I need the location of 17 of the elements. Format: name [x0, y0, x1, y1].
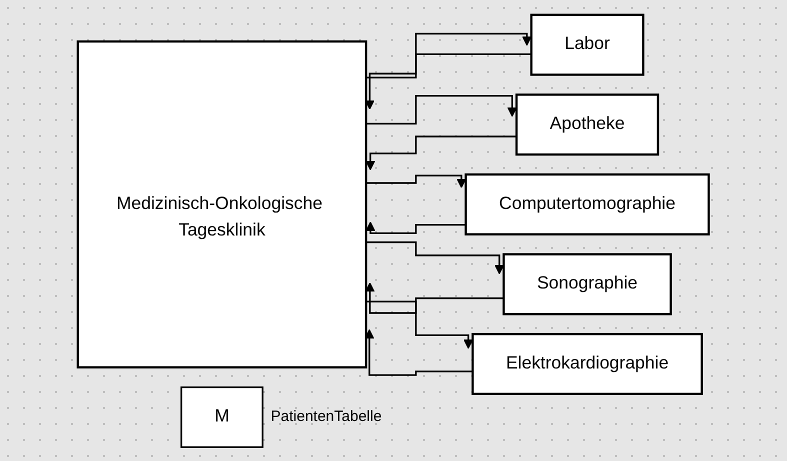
arrow — [366, 300, 474, 348]
node-box — [502, 252, 672, 315]
arrow — [366, 135, 517, 170]
arrow — [366, 174, 466, 188]
arrow — [366, 221, 466, 234]
arrow — [366, 240, 504, 274]
arrow — [366, 32, 532, 78]
arrow — [365, 282, 504, 314]
node-box — [464, 172, 710, 235]
node-box — [76, 40, 368, 368]
arrow — [366, 94, 518, 124]
node-box — [180, 386, 264, 448]
arrow — [365, 52, 532, 110]
node-caption: PatientenTabelle — [270, 408, 382, 425]
node-box — [516, 93, 660, 156]
node-box — [472, 332, 704, 395]
node-box — [530, 13, 644, 76]
